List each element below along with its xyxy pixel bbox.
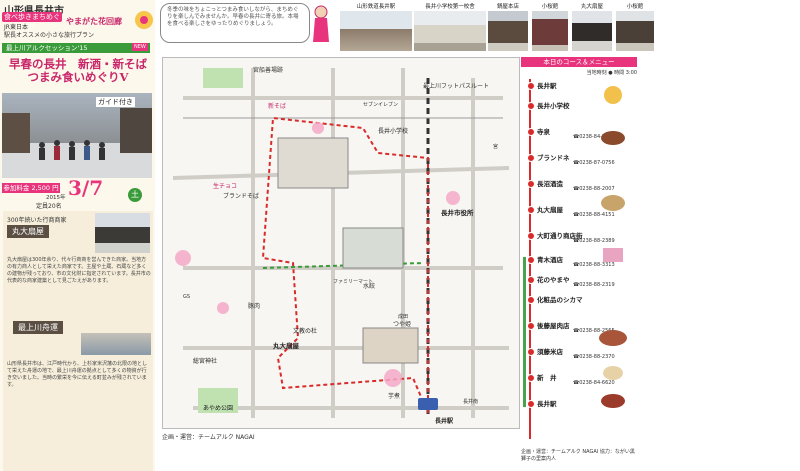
course-stop: ブランドネ☎0238-87-0756 [525,151,635,166]
weekday-badge: 土 [128,188,142,202]
course-panel: 本日のコース＆メニュー 当地時刻 ● 時間 3:00 長井駅 長井小学校 寺泉☎… [521,57,637,471]
map-label: セブンイレブン [363,101,398,108]
map-label: 宮 [493,143,498,150]
prefecture-label: 山形県長井市 [4,2,64,17]
series-label: 最上川アルクセッション'15 [6,44,88,52]
capacity-label: 定員20名 [36,203,62,210]
course-green-line [523,257,526,407]
thumb-school: 長井小学校第一校舎 [414,3,486,53]
course-stop: 大町通り商店街☎0238-88-2389 [525,229,635,244]
section2-title: 最上川舟運 [13,321,63,334]
maruoogiya-photo [95,213,150,253]
food-illustrations [599,86,627,408]
course-stop: 丸大扇屋☎0238-88-4151 [525,203,635,218]
park-area [198,388,238,413]
thumb-label: 小桜館 [541,4,559,10]
price-badge: 参加料金 2,500 円 [2,183,60,193]
thumb-maruoogiya: 丸大扇屋 [572,3,612,53]
tour-title: 早春の長井 新酒・新そば つまみ食いめぐりV [3,58,153,84]
map-label: 豚肉 [248,302,260,310]
thumb-kozakurakan-2: 小桜館 [616,3,654,53]
map-label: ブランドそば [223,192,259,200]
course-stop: 長井駅 [525,397,635,411]
map-label: 新そば [268,102,286,110]
course-stop: 長井駅 [525,79,635,93]
course-stop: 寺泉☎0238-84-2754 [525,125,635,140]
section2-text: 山形県長井市は、江戸時代から、上杉家米沢藩の北限の地として栄えた舟運の地で、最上… [7,361,148,388]
thumb-label: 鍋屋本店 [496,4,519,10]
map-label: 長井南 [463,398,478,405]
info-panel: 300年続いた行商商家 丸大扇屋 丸大扇屋は300年余り、代々行商商を営んできた… [3,211,153,471]
section1-text: 丸大扇屋は300年余り、代々行商商を営んできた商家。当地方の有力商人として栄えた… [7,257,151,284]
course-stop: 新 井☎0238-84-6620 [525,371,635,386]
tour-title-line1: 早春の長井 新酒・新そば [9,57,147,71]
course-stop: 長井小学校 [525,99,635,113]
hanakairo-logo: やまがた花回廊 [64,8,154,36]
tour-title-line2: つまみ食いめぐりV [27,70,129,84]
snow-street-photo [2,93,152,178]
map-label: 総宮神社 [193,357,217,365]
section1-title: 丸大扇屋 [7,225,49,238]
map-credit: 企画・運営：チームアルク NAGAI [162,434,255,441]
thumb-label: 丸大扇屋 [580,4,603,10]
thumb-nagai-station: 山形鉄道長井駅 [340,3,412,53]
course-stop: 後藤屋肉店☎0238-88-2565 [525,319,635,334]
map-label: 文教の杜 [293,327,317,335]
course-stop: 須藤米店☎0238-88-2370 [525,345,635,360]
map-label: 長井駅 [435,417,454,425]
jr-plan-label: 駅長オススメの小さな旅行プラン [4,32,95,39]
map-label: 成田 [398,313,408,320]
map-label: つや姫 [393,320,411,328]
course-stop: 長沼酒造☎0238-88-2007 [525,177,635,192]
course-header: 本日のコース＆メニュー [521,57,637,67]
badge-label: 食べ歩きまちめぐり [2,12,62,31]
jr-label: JR東日本 [4,24,28,31]
new-badge: NEW [132,43,148,51]
guide-label: ガイド付き [96,97,135,107]
map-label: 宮船善場跡 [253,66,283,74]
course-stop: 青木酒店☎0238-88-3313 [525,253,635,268]
logo-flower-icon [135,11,153,29]
map-label: GS [183,294,190,300]
course-footer: 企画・運営：チームアルク NAGAI 協力：ながい黒獅子の里案内人 [521,449,635,462]
year-label: 2015年 [46,195,66,201]
thumb-label: 長井小学校第一校舎 [425,4,475,10]
section1-subtitle: 300年続いた行商商家 [7,217,67,224]
thumb-nabeya: 鍋屋本店 [488,3,528,53]
series-bar: 最上川アルクセッション'15 [2,43,150,53]
map-label: 長井市役所 [441,208,474,217]
course-info: 当地時刻 ● 時間 3:00 [586,70,637,76]
logo-text: やまがた花回廊 [66,17,122,26]
walking-route [261,116,429,414]
thumb-kozakurakan: 小桜館 [532,3,568,53]
thumb-label: 小桜館 [626,4,644,10]
map-label: 長井小学校 [378,127,408,135]
map-label: あやめ公園 [203,404,233,412]
map-label: ファミリーマート [333,279,373,285]
map-label: 生チョコ [213,182,237,190]
course-stop: 化粧品のシカマ [525,293,635,307]
intro-bubble: 冬季の味をちょこっとつまみ食いしながら、まちめぐりを楽しんでみませんか。早春の長… [160,3,310,43]
river-photo [81,333,151,355]
tour-date: 3/7 [68,176,104,200]
map-canvas: 宮船善場跡 最上川フットパスルート 長井市役所 長井駅 丸大扇屋 文教の杜 あや… [172,66,510,425]
left-panel: 山形県長井市 食べ歩きまちめぐり JR東日本 駅長オススメの小さな旅行プラン や… [0,0,155,471]
map-label: 丸大扇屋 [272,341,300,350]
map-label: 水餃 [363,282,375,290]
walking-map: 宮船善場跡 最上川フットパスルート 長井市役所 長井駅 丸大扇屋 文教の杜 あや… [162,57,520,429]
mascot-icon [312,4,330,44]
map-label: 芋煮 [388,392,400,400]
map-label: 最上川フットパスルート [423,82,489,90]
course-stop: 花のやまや☎0238-88-2319 [525,273,635,288]
thumb-label: 山形鉄道長井駅 [356,4,396,10]
